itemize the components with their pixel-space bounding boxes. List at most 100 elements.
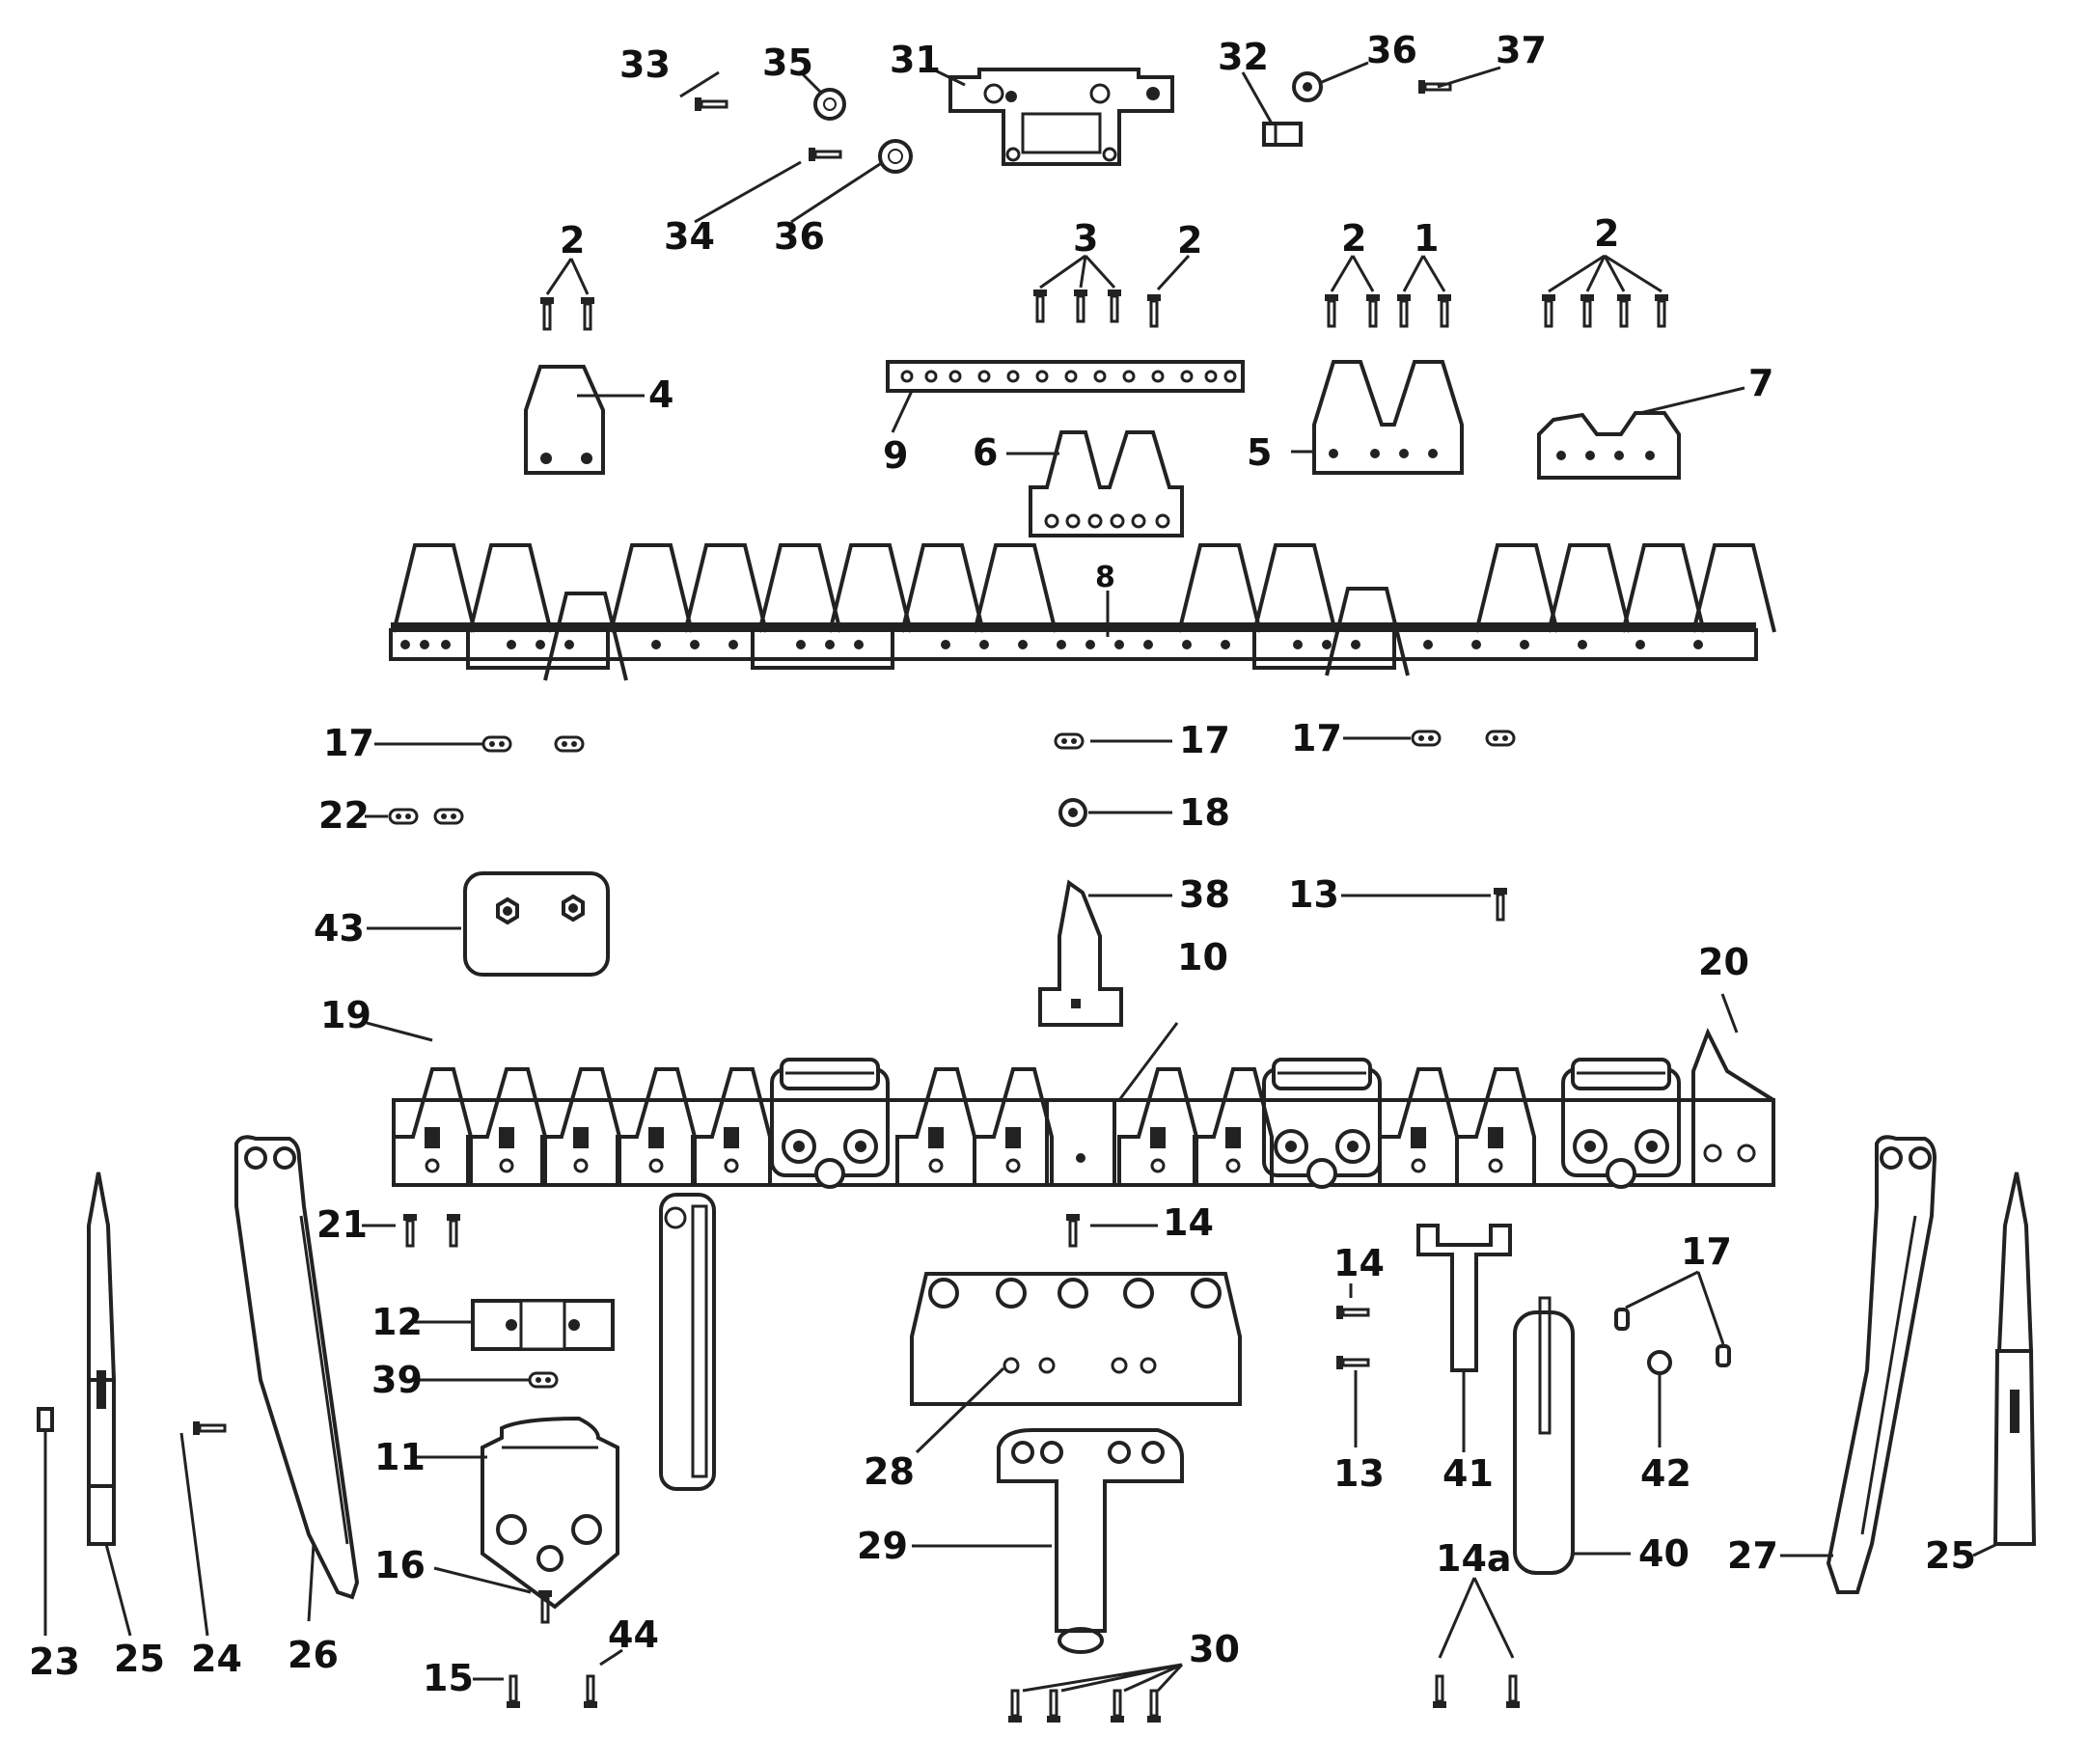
part-42-washer [1647,1350,1672,1447]
label-36-top: 36 [1366,29,1417,71]
part-31-plate [948,68,1174,166]
label-26: 26 [288,1634,339,1676]
part-2-bolt-mid [1145,292,1163,328]
label-20: 20 [1698,941,1749,983]
label-33: 33 [619,43,671,86]
part-26-arm [234,1135,360,1622]
part-29-tee [912,1428,1184,1654]
label-18: 18 [1179,791,1230,834]
leaders-clips [365,736,1491,930]
part-30-bolts [1006,1663,1184,1724]
label-2-mid: 2 [1177,219,1202,262]
part-3-bolts [1031,288,1123,323]
leaders-top [545,61,1662,295]
part-33-bolt [693,96,728,113]
part-14-bolt-center [1064,1212,1158,1248]
part-5-double-guard [1291,360,1464,475]
label-34: 34 [664,215,715,258]
part-8-knife-assembly [389,543,1776,682]
label-2-left: 2 [560,219,585,262]
label-36-lower: 36 [774,215,825,258]
label-17-far-right: 17 [1681,1230,1732,1273]
label-8: 8 [1095,561,1115,594]
part-38-guard [1038,879,1123,1027]
part-16-bolt [433,1566,554,1624]
part-22-clips [388,808,464,825]
label-40: 40 [1638,1532,1690,1575]
label-5: 5 [1247,431,1272,474]
label-32: 32 [1218,36,1269,78]
label-13-top: 13 [1288,873,1339,916]
part-25-pointed-guard-right [1972,1171,2037,1557]
label-7: 7 [1748,362,1773,404]
label-38: 38 [1179,873,1230,916]
part-2-bolts-right [1540,292,1670,328]
part-14a-bolts [1431,1577,1522,1710]
part-15-bolt [473,1674,522,1710]
label-3: 3 [1073,217,1098,260]
part-13-bolt-right [1334,1354,1370,1371]
label-6: 6 [973,431,998,474]
label-14a: 14a [1436,1537,1512,1580]
label-22: 22 [318,794,370,837]
part-9-bar [886,360,1245,433]
part-44-bolt [582,1648,623,1710]
leader-24 [179,1432,209,1637]
part-18-washer [1058,798,1087,827]
label-43: 43 [314,907,365,950]
part-37-bolt [1416,78,1452,96]
part-21-bolts [362,1212,462,1248]
part-34-bolt [807,146,842,163]
part-27-arm [1780,1135,1937,1594]
part-4-guard-plate [524,365,645,475]
part-39-clip [410,1371,559,1389]
part-17-clips-left [481,735,585,753]
part-40-sleeve [1513,1296,1631,1575]
label-23: 23 [29,1640,80,1683]
label-15: 15 [423,1657,474,1699]
part-17-clips-far-right [1614,1270,1731,1367]
label-13-right: 13 [1333,1452,1385,1495]
part-28-housing [910,1272,1242,1454]
label-11: 11 [374,1436,426,1478]
label-35: 35 [762,41,813,84]
part-13-bolt-top [1492,886,1509,922]
part-17-clips-right [1411,730,1516,747]
part-7-low-guard [1537,386,1745,480]
label-37: 37 [1496,29,1547,71]
part-23-pin [37,1407,54,1636]
label-4: 4 [648,373,673,416]
part-36-washer-top [1292,71,1323,102]
part-14-bolt-right [1334,1304,1370,1321]
label-16: 16 [374,1544,426,1586]
label-27: 27 [1727,1534,1778,1577]
part-11-head [415,1416,619,1610]
part-35-washer [813,88,846,121]
part-10-guard-bar [366,993,1775,1189]
part-24-bolt [191,1419,227,1437]
label-14-center: 14 [1163,1201,1214,1244]
part-2-1-bolts [1323,292,1453,328]
label-17-left: 17 [323,722,374,764]
label-41: 41 [1442,1452,1494,1495]
label-14-right: 14 [1333,1242,1385,1284]
label-28: 28 [864,1450,915,1493]
part-2-bolts-left [538,295,596,331]
label-29: 29 [857,1525,908,1567]
label-10: 10 [1177,936,1228,978]
label-44: 44 [608,1613,659,1656]
label-2-right-a: 2 [1341,217,1366,260]
part-25-pointed-guard-left [87,1171,132,1637]
part-43-block [463,871,610,977]
label-24: 24 [191,1638,242,1680]
pitman-post-left [659,1193,716,1491]
part-17-clip-mid [1054,732,1085,750]
label-2-right-b: 2 [1594,212,1619,255]
label-17-mid: 17 [1179,719,1230,761]
label-30: 30 [1189,1628,1240,1670]
part-32-nut [1262,122,1303,147]
label-21: 21 [316,1203,368,1246]
label-25-left: 25 [114,1638,165,1680]
